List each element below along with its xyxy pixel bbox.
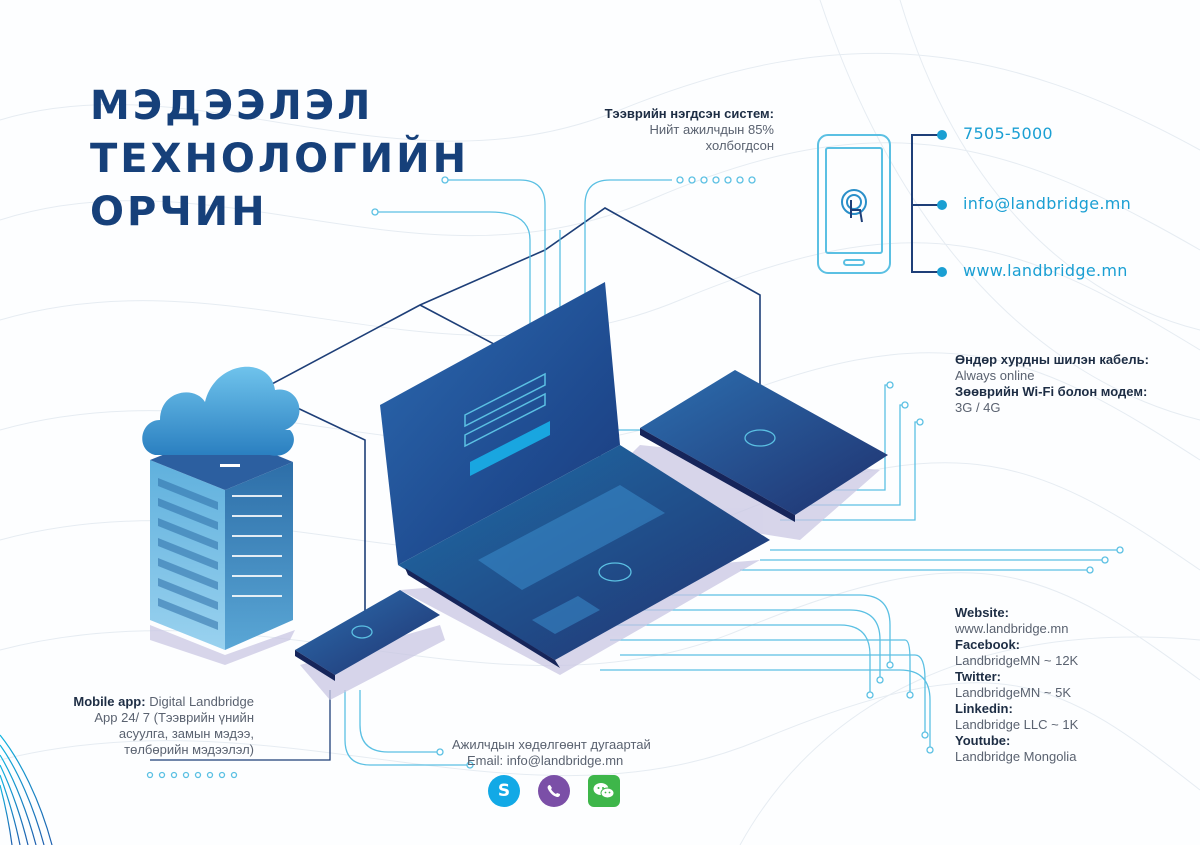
social-info: Website: www.landbridge.mn Facebook: Lan…	[955, 605, 1078, 765]
wechat-glyph	[593, 783, 615, 799]
skype-icon[interactable]: S	[488, 775, 520, 807]
wechat-icon[interactable]	[588, 775, 620, 807]
corner-swoosh	[0, 734, 53, 845]
wifi-value: 3G / 4G	[955, 400, 1001, 415]
contact-phone[interactable]: 7505-5000	[963, 124, 1053, 143]
viber-icon[interactable]	[538, 775, 570, 807]
contact-bullets	[937, 130, 947, 277]
messenger-line-2: Email: info@landbridge.mn	[467, 753, 624, 768]
cloud-icon	[142, 366, 300, 456]
transport-info: Тээврийн нэгдсэн систем: Нийт ажилчдын 8…	[560, 106, 774, 154]
mobile-app-info: Mobile app: Digital Landbridge App 24/ 7…	[40, 694, 254, 758]
wifi-heading: Зөөврийн Wi-Fi болон модем:	[955, 384, 1148, 399]
twitter-label: Twitter:	[955, 669, 1001, 684]
page-title: МЭДЭЭЛЭЛ ТЕХНОЛОГИЙН ОРЧИН	[90, 80, 469, 239]
mobile-line-4: төлбөрийн мэдээлэл)	[124, 742, 254, 757]
fiber-value: Always online	[955, 368, 1035, 383]
title-line-3: ОРЧИН	[90, 189, 268, 235]
messenger-info: Ажилчдын хөдөлгөөнт дугаартай Email: inf…	[452, 737, 651, 769]
mobile-line-2: App 24/ 7 (Тээврийн үнийн	[94, 710, 254, 725]
transport-heading: Тээврийн нэгдсэн систем:	[604, 106, 774, 121]
twitter-value[interactable]: LandbridgeMN ~ 5K	[955, 685, 1071, 700]
facebook-label: Facebook:	[955, 637, 1021, 652]
linkedin-value[interactable]: Landbridge LLC ~ 1K	[955, 717, 1079, 732]
laptop-icon	[380, 282, 770, 668]
title-line-1: МЭДЭЭЛЭЛ	[90, 83, 374, 129]
connectivity-info: Өндөр хурдны шилэн кабель: Always online…	[955, 352, 1149, 416]
transport-line-2: холбогдсон	[705, 138, 774, 153]
phone-device-icon	[295, 590, 440, 681]
tablet-icon	[640, 370, 888, 522]
mobile-label: Mobile app:	[73, 694, 146, 709]
website-value[interactable]: www.landbridge.mn	[955, 621, 1069, 636]
skype-letter: S	[497, 781, 511, 801]
contact-bracket	[911, 134, 940, 273]
server-icon	[150, 432, 293, 650]
transport-line-1: Нийт ажилчдын 85%	[649, 122, 774, 137]
trace-endpoints	[146, 176, 1124, 779]
tap-icon	[841, 189, 867, 223]
title-line-2: ТЕХНОЛОГИЙН	[90, 136, 470, 182]
messenger-line-1: Ажилчдын хөдөлгөөнт дугаартай	[452, 737, 651, 752]
contact-website[interactable]: www.landbridge.mn	[963, 261, 1128, 280]
viber-glyph	[547, 785, 560, 797]
fiber-heading: Өндөр хурдны шилэн кабель:	[955, 352, 1149, 367]
contact-email[interactable]: info@landbridge.mn	[963, 194, 1132, 213]
linkedin-label: Linkedin:	[955, 701, 1013, 716]
youtube-value[interactable]: Landbridge Mongolia	[955, 749, 1077, 764]
mobile-name: Digital Landbridge	[149, 694, 254, 709]
website-label: Website:	[955, 605, 1009, 620]
mobile-line-3: асуулга, замын мэдээ,	[118, 726, 254, 741]
facebook-value[interactable]: LandbridgeMN ~ 12K	[955, 653, 1079, 668]
phone-icon	[817, 134, 891, 274]
youtube-label: Youtube:	[955, 733, 1011, 748]
